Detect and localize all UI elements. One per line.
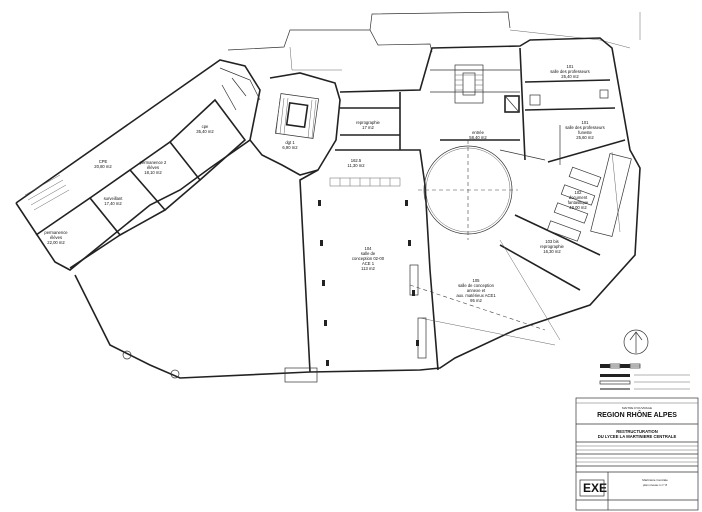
- rotunda: [418, 140, 518, 240]
- owner-label: MAITRE D'OUVRAGE: [622, 406, 652, 410]
- scale-bar: [600, 363, 641, 369]
- outer-walls: [15, 37, 641, 379]
- title-block: MAITRE D'OUVRAGE REGION RHÔNE ALPES REST…: [575, 397, 699, 511]
- stair-cores: [24, 64, 520, 211]
- project-name: DU LYCEE LA MARTINIERE CENTRALE: [598, 434, 677, 439]
- dimension-lines: [409, 239, 561, 346]
- sheet-name: Martinière Centrale: [642, 478, 668, 482]
- sheet-info: plan niveau 1 n° 8: [643, 483, 667, 487]
- project-label: RESTRUCTURATION: [616, 429, 658, 434]
- north-arrow-icon: [623, 329, 649, 355]
- wall-columns: [318, 200, 419, 366]
- site-context-lines: [227, 11, 641, 71]
- stage-logo: EXE: [583, 481, 607, 495]
- legend: [599, 374, 690, 390]
- interior-walls: [35, 47, 626, 291]
- owner-name: REGION RHÔNE ALPES: [597, 410, 677, 419]
- furniture: [122, 89, 632, 383]
